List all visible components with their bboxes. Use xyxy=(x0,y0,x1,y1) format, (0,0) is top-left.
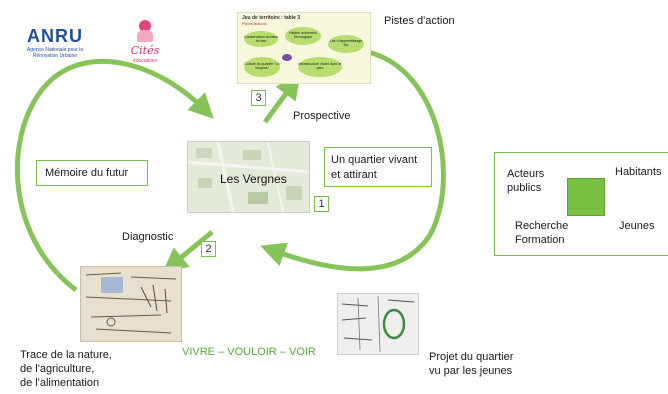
arrow-pistes-to-projet xyxy=(260,49,446,272)
arrow-prospective xyxy=(262,73,301,124)
jeu-title: Jeu de territoire : table 3 xyxy=(242,15,301,21)
acteurs-publics-label: Acteurs publics xyxy=(507,167,544,195)
quartier-line-1: Un quartier vivant xyxy=(331,154,418,166)
vivre-vouloir-voir-label: VIVRE – VOULOIR – VOIR xyxy=(182,346,316,358)
habitants-label: Habitants xyxy=(615,166,662,178)
step-1-badge: 1 xyxy=(314,196,329,212)
jeu-bubble: Habiter autrement l'écologique xyxy=(285,27,321,45)
jeu-bubble: Infrastructure vivant dans le parc xyxy=(298,57,342,77)
cites-logo-figure xyxy=(134,20,156,42)
trace-line-1: Trace de la nature, xyxy=(20,349,112,361)
nature-drawing xyxy=(80,266,182,342)
prospective-label: Prospective xyxy=(293,110,351,122)
step-2-badge: 2 xyxy=(201,241,216,257)
drawing-graphic xyxy=(81,267,181,341)
actors-center-square xyxy=(567,178,605,216)
jeu-territoire-thumbnail: Jeu de territoire : table 3 Pistes actio… xyxy=(237,12,371,84)
memoire-du-futur-text: Mémoire du futur xyxy=(45,167,129,179)
arrow-diagnostic xyxy=(162,230,214,273)
projet-line-2: vu par les jeunes xyxy=(429,365,513,377)
anru-logo-mark: ANRU xyxy=(27,26,83,46)
actors-box: Acteurs publics Habitants Recherche Form… xyxy=(494,152,668,256)
jeu-bubble: Culture du quartier "Le Vergnes" xyxy=(244,57,280,77)
trace-line-2: de l'agriculture, xyxy=(20,363,95,375)
projet-drawing-graphic xyxy=(338,294,418,354)
pistes-action-label: Pistes d'action xyxy=(384,15,455,27)
jeu-bubble: Lieu d'apprentissage bio xyxy=(328,35,364,53)
recherche-formation-label: Recherche Formation xyxy=(515,219,568,247)
anru-logo: ANRU Agence Nationale pour la Rénovation… xyxy=(14,26,96,70)
arrow-memoire-to-prospective xyxy=(14,58,214,292)
anru-logo-caption: Agence Nationale pour la Rénovation Urba… xyxy=(26,47,84,59)
acteurs-line-2: publics xyxy=(507,182,542,194)
les-vergnes-map: Les Vergnes xyxy=(187,141,310,213)
cites-logo-caption: éducatives xyxy=(133,58,157,64)
step-3-badge: 3 xyxy=(251,90,266,106)
jeu-connector-dot xyxy=(282,54,292,61)
cites-logo-mark: Cités xyxy=(130,44,160,57)
projet-line-1: Projet du quartier xyxy=(429,351,514,363)
jeu-bubble: Conservation du talus du bas xyxy=(244,31,278,47)
diagnostic-label: Diagnostic xyxy=(122,231,174,243)
projet-caption: Projet du quartier vu par les jeunes xyxy=(429,350,513,378)
trace-line-3: de l'alimentation xyxy=(20,377,100,389)
jeunes-projet-drawing xyxy=(337,293,419,355)
map-graphic xyxy=(188,142,309,212)
cites-educatives-logo: Cités éducatives xyxy=(120,18,170,68)
trace-caption: Trace de la nature, de l'agriculture, de… xyxy=(20,348,112,390)
quartier-line-2: et attirant xyxy=(331,169,377,181)
recherche-line-2: Formation xyxy=(515,234,565,246)
jeunes-label: Jeunes xyxy=(619,220,655,232)
quartier-vivant-box: Un quartier vivant et attirant xyxy=(324,147,432,187)
memoire-du-futur-box: Mémoire du futur xyxy=(36,160,148,186)
jeu-subtitle: Pistes actions xyxy=(242,21,267,26)
les-vergnes-label: Les Vergnes xyxy=(220,172,287,186)
acteurs-line-1: Acteurs xyxy=(507,168,545,180)
recherche-line-1: Recherche xyxy=(515,220,569,232)
